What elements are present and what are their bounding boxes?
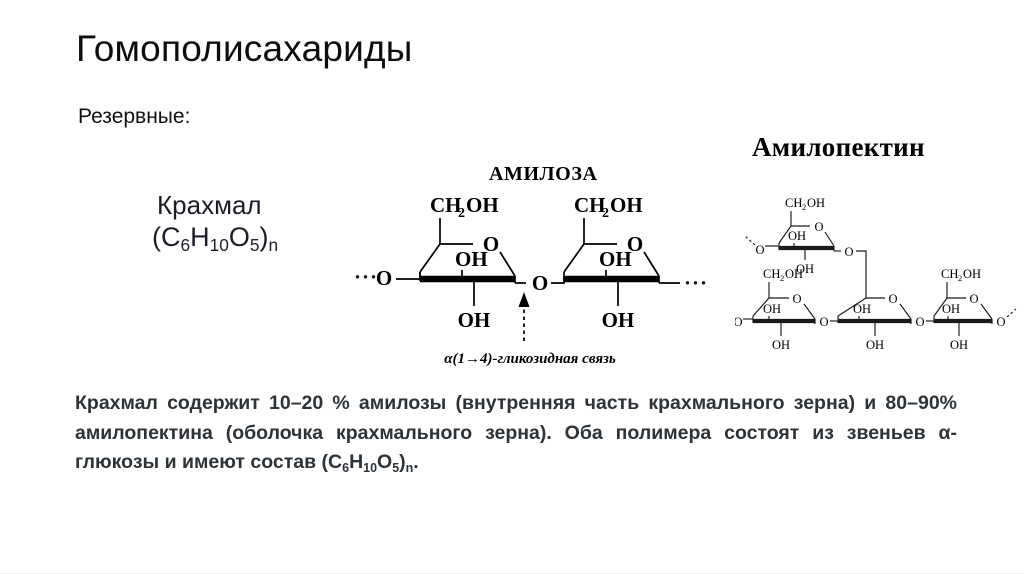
chainC-ch2oh-oh: OH [963,267,981,281]
ring2-edge-c5-c4 [563,243,585,273]
formula-carbon-count: 6 [180,235,191,255]
left-bridge-bond [396,272,421,280]
ring1-ring-oxygen: O [483,232,499,256]
chainC-edge-o-c1 [980,303,993,320]
branch-ring-oh-lower: OH [796,262,814,276]
ring1-oh-lower: OH [458,308,491,332]
branch-ring-edge-c5-c4 [778,225,792,244]
chainB-edge-c5-c4 [837,297,867,317]
paragraph-carbon-count: 6 [342,461,350,476]
starch-formula-label: (C6H10O5)n [152,222,279,255]
glycosidic-bond-caption: α(1→4)-гликозидная связь [444,351,616,367]
slide-subtitle: Резервные: [78,105,191,128]
chainC-oh-inner: OH [942,302,960,316]
formula-oxygen: O [228,222,250,252]
chainA-ch2oh-oh: OH [785,267,803,281]
amylopectin-svg: CH 2 OH O OH OH O O CH 2 [724,196,1017,352]
left-bridge-oxygen: O [376,266,392,290]
chainB-edge-o-c1 [899,303,912,320]
branch-ring-ch2oh-sub: 2 [802,202,806,212]
ring2-oh-inner: OH [599,247,632,271]
ring1-ch2oh-oh: OH [466,193,499,217]
left-ellipsis: ··· [354,265,378,289]
branch-ring-oh-inner: OH [788,229,806,243]
chainA-ch2oh-sub: 2 [780,273,784,283]
chainB-oh-lower: OH [866,338,884,352]
chainA-ring-oxygen: O [792,292,801,306]
glycosidic-pointer-arrowhead [518,292,530,307]
amylose-heading: АМИЛОЗА [489,163,598,185]
paragraph-main-text: Крахмал содержит 10–20 % амилозы (внутре… [75,392,957,474]
chainC-ring-oxygen: O [969,292,978,306]
bridge-ab-oxygen: O [819,315,828,329]
glycosidic-bridge-oxygen: O [532,271,548,295]
paragraph-hydrogen-count: 10 [363,461,378,476]
chainB-ring-oxygen: O [888,292,897,306]
formula-hydrogen-count: 10 [209,235,229,255]
branch-ring-left-oxygen: O [755,243,764,257]
bridge-bc-oxygen: O [915,315,924,329]
branch-ring-left-dash [744,235,756,246]
ring1-edge-o-c1 [499,251,516,277]
branch-ring-ch2oh-oh: OH [807,196,825,210]
amylose-svg: ··· O CH 2 OH O OH OH [354,193,708,367]
amylose-structure-diagram: ··· O CH 2 OH O OH OH [352,186,722,381]
chainC-oh-lower: OH [950,338,968,352]
description-paragraph: Крахмал содержит 10–20 % амилозы (внутре… [75,389,957,478]
paragraph-oxygen-count: 5 [392,461,400,476]
ring1-ch2oh-sub: 2 [458,206,465,221]
formula-close-paren: ) [259,222,269,252]
chainC-ch2oh-c: CH [941,267,958,281]
chainC-ch2oh-sub: 2 [958,273,962,283]
ring2-ring-oxygen: O [627,232,643,256]
chainA-edge-c5-c4 [752,297,770,317]
paragraph-period: . [413,451,419,474]
chainC-right-dash [1006,308,1017,318]
starch-name-label: Крахмал [157,190,262,220]
formula-open-paren-c: (C [152,222,181,252]
paragraph-oxygen: O [377,451,393,474]
page-title: Гомополисахариды [76,28,413,69]
amylopectin-heading: Амилопектин [752,132,925,162]
chainC-edge-c5-c4 [933,297,948,317]
ring1-edge-c5-c4 [419,243,441,273]
paragraph-n-subscript: n [405,461,414,476]
chainA-left-oxygen: O [735,315,743,329]
amylopectin-structure-diagram: CH 2 OH O OH OH O O CH 2 [724,188,1020,373]
formula-hydrogen: H [190,222,210,252]
formula-oxygen-count: 5 [249,235,260,255]
chainB-oh-inner: OH [853,302,871,316]
branch-ring-ch2oh-c: CH [785,196,802,210]
chainA-edge-o-c1 [803,303,816,320]
paragraph-close-paren: ) [399,451,406,474]
branch-link-bond-b [856,250,867,265]
ring2-edge-o-c1 [643,251,660,277]
right-ellipsis: ··· [684,271,708,295]
ring1-ch2oh-c: CH [430,193,462,217]
paragraph-hydrogen: H [349,451,364,474]
formula-n-subscript: n [268,235,279,255]
branch-ring-edge-o-c1 [824,231,835,247]
chainA-oh-inner: OH [763,302,781,316]
ring2-ch2oh-sub: 2 [602,206,609,221]
ring2-ch2oh-oh: OH [610,193,643,217]
chainA-oh-lower: OH [772,338,790,352]
ring2-oh-lower: OH [602,308,635,332]
ring1-oh-inner: OH [455,247,488,271]
branch-ring-oxygen: O [814,220,823,234]
bridge-to-ring2 [551,276,565,284]
chainC-right-oxygen: O [996,315,1005,329]
ring2-ch2oh-c: CH [574,193,606,217]
chainA-ch2oh-c: CH [763,267,780,281]
branch-link-oxygen: O [844,245,853,259]
